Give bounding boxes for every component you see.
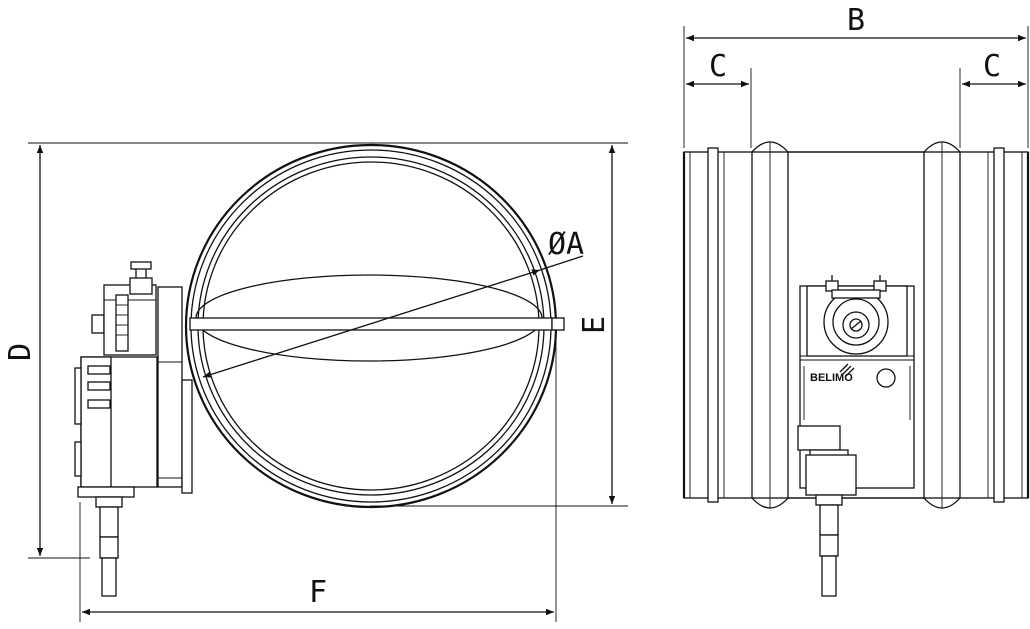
mounting-bracket	[157, 286, 193, 494]
dimension-c-left: C	[686, 49, 752, 148]
dimension-c-right: C	[959, 49, 1026, 148]
dimension-d: D	[3, 142, 380, 559]
label-d: D	[3, 343, 38, 361]
side-view: B C C	[682, 3, 1030, 597]
actuator-side-view	[74, 261, 182, 498]
actuator-cable	[95, 496, 123, 597]
label-c-left: C	[709, 49, 727, 84]
actuator-cable-side	[815, 494, 843, 597]
dimension-a: ØA	[202, 227, 584, 378]
front-view: D E F	[3, 142, 628, 622]
label-b: B	[847, 3, 865, 38]
label-e: E	[577, 316, 612, 334]
dimension-b: B	[683, 3, 1029, 148]
label-a: ØA	[548, 227, 584, 262]
damper-blade	[189, 274, 565, 362]
actuator-front-view: BELIMO	[797, 275, 915, 496]
dimension-f: F	[79, 340, 557, 622]
label-c-right: C	[983, 49, 1001, 84]
label-f: F	[309, 575, 327, 610]
brand-logo: BELIMO	[810, 372, 853, 384]
dimension-e: E	[370, 142, 628, 507]
